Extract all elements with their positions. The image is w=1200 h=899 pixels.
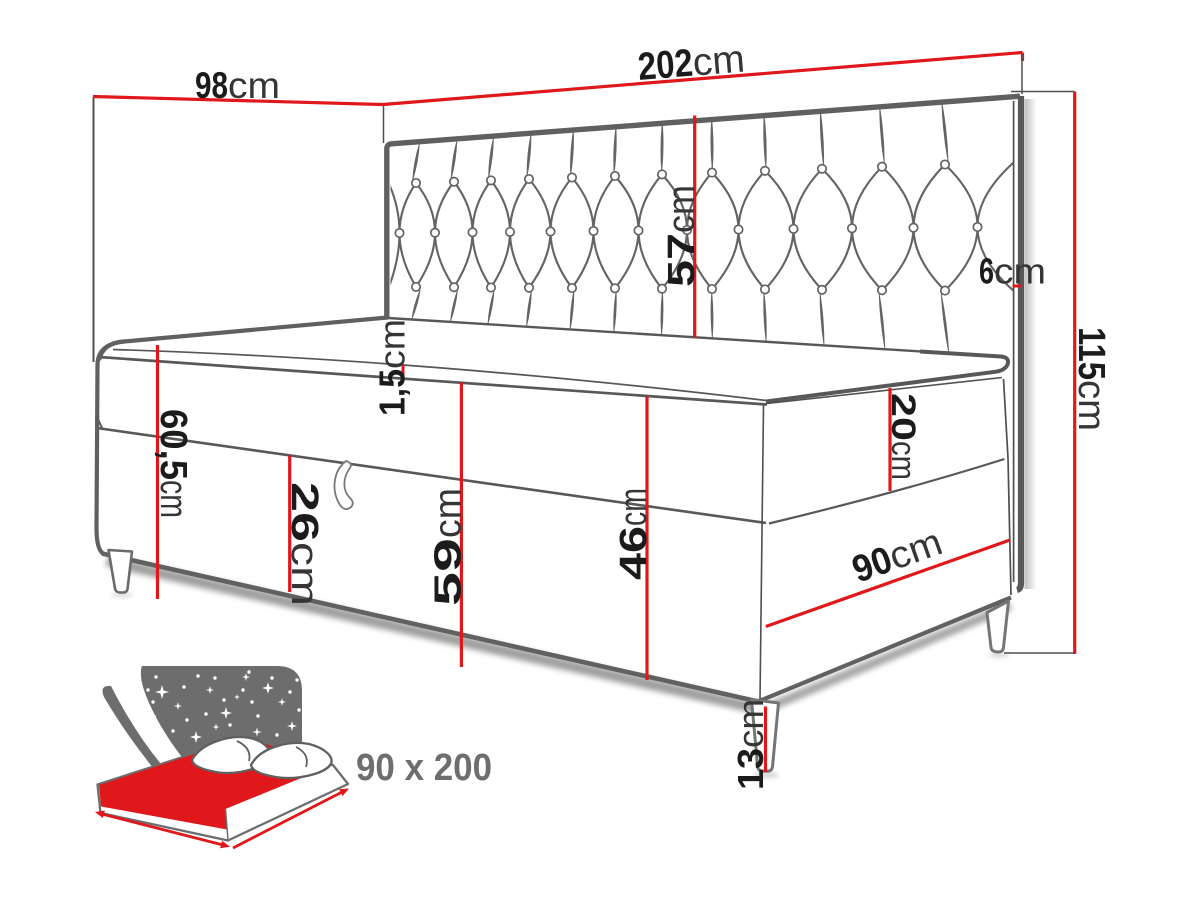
svg-text:20cm: 20cm [884, 393, 922, 480]
svg-text:98cm: 98cm [195, 65, 280, 106]
svg-text:26cm: 26cm [283, 482, 325, 606]
svg-text:59cm: 59cm [428, 488, 470, 606]
svg-text:6cm: 6cm [979, 251, 1046, 292]
svg-text:57cm: 57cm [661, 185, 703, 287]
svg-text:13cm: 13cm [730, 699, 771, 790]
svg-text:115cm: 115cm [1070, 327, 1112, 431]
svg-text:202cm: 202cm [636, 38, 746, 89]
svg-text:60,5cm: 60,5cm [152, 409, 194, 518]
svg-text:46cm: 46cm [613, 488, 655, 580]
svg-text:90 x 200: 90 x 200 [356, 747, 492, 789]
svg-text:1,5cm: 1,5cm [372, 319, 413, 416]
